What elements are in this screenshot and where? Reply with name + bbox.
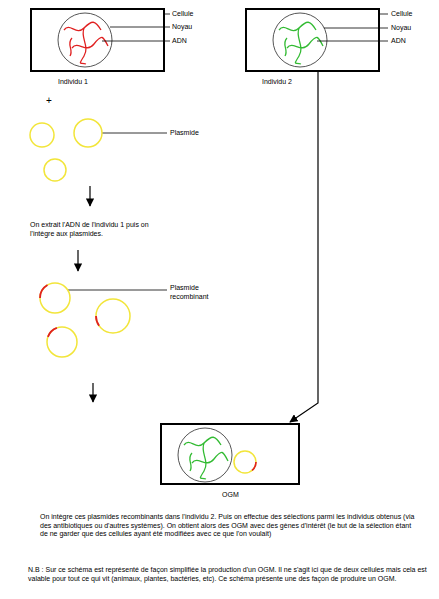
cell-box: Individu 2: [245, 8, 380, 72]
step-text: On extrait l'ADN de l'individu 1 puis on…: [30, 221, 152, 238]
part-label: Plasmide recombinant: [170, 284, 225, 301]
part-label: Cellule: [391, 10, 436, 19]
part-label: Noyau: [391, 24, 436, 33]
flow-arrow: [290, 72, 318, 422]
part-label: ADN: [172, 37, 232, 46]
cell-label: Individu 1: [58, 78, 88, 87]
leader-line: [68, 14, 388, 290]
plasmid: [30, 119, 102, 181]
cell-box: Individu 1: [30, 8, 165, 72]
recombinant-plasmid: [234, 451, 256, 473]
note-text: On intègre ces plasmides recombinants da…: [40, 513, 418, 539]
part-label: ADN: [391, 37, 436, 46]
recombinant-plasmid: [40, 283, 130, 357]
note-text: N.B : Sur ce schéma est représenté de fa…: [28, 566, 428, 583]
cell-box: OGM: [160, 423, 300, 485]
part-label: Plasmide: [170, 129, 250, 138]
part-label: Noyau: [172, 23, 232, 32]
nucleus: [273, 13, 327, 67]
step-arrow: [78, 186, 93, 402]
plus-sign: +: [46, 97, 58, 106]
nucleus: [58, 13, 112, 67]
part-label: Cellule: [172, 10, 232, 19]
nucleus: [178, 428, 232, 482]
cell-label: Individu 2: [262, 78, 292, 87]
cell-label: OGM: [222, 491, 239, 500]
